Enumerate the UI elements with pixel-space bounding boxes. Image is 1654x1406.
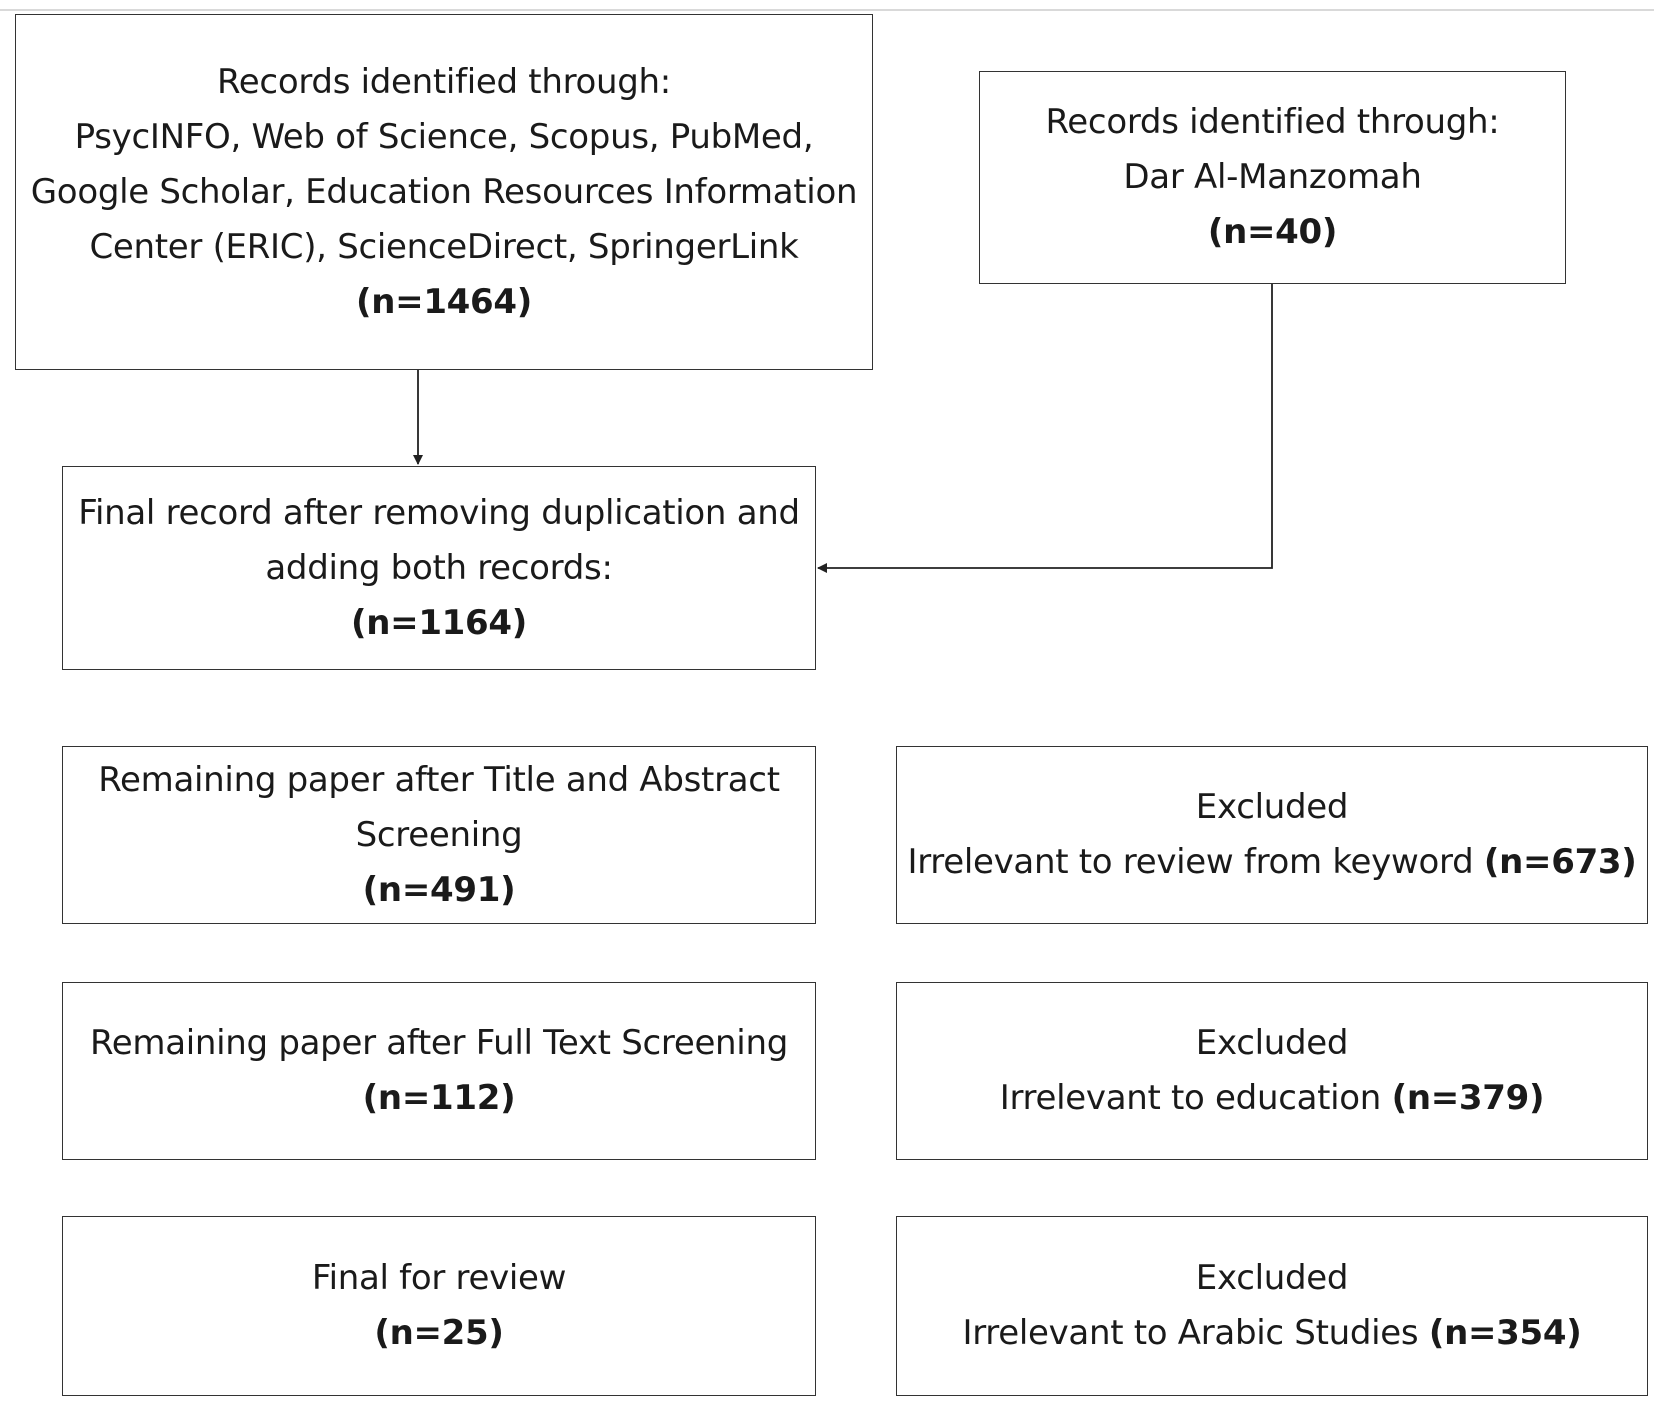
final-review-line-1: Final for review xyxy=(311,1258,567,1298)
excluded-keyword-title: Excluded xyxy=(1195,787,1349,827)
excluded-arabic-title: Excluded xyxy=(1195,1258,1349,1298)
final-review-count: (n=25) xyxy=(374,1313,504,1353)
final-review-box: Final for review (n=25) xyxy=(62,1216,816,1396)
title-abstract-line-2: Screening xyxy=(355,814,523,855)
excluded-arabic-box: Excluded Irrelevant to Arabic Studies (n… xyxy=(896,1216,1648,1396)
db-records-count: (n=1464) xyxy=(355,281,532,322)
full-text-box: Remaining paper after Full Text Screenin… xyxy=(62,982,816,1160)
excluded-arabic-count: (n=354) xyxy=(1428,1313,1582,1353)
dar-records-line-2: Dar Al-Manzomah xyxy=(1123,157,1422,197)
excluded-education-title: Excluded xyxy=(1195,1023,1349,1063)
dar-records-line-1: Records identified through: xyxy=(1045,102,1500,142)
excluded-keyword-reason: Irrelevant to review from keyword xyxy=(907,842,1474,882)
excluded-keyword-box: Excluded Irrelevant to review from keywo… xyxy=(896,746,1648,924)
excluded-education-count: (n=379) xyxy=(1391,1078,1545,1118)
dar-records-count: (n=40) xyxy=(1207,212,1338,252)
excluded-education-box: Excluded Irrelevant to education (n=379) xyxy=(896,982,1648,1160)
excluded-keyword-count: (n=673) xyxy=(1483,842,1637,882)
top-border-line xyxy=(0,9,1654,11)
db-records-line-3: Google Scholar, Education Resources Info… xyxy=(30,171,858,212)
title-abstract-line-1: Remaining paper after Title and Abstract xyxy=(98,759,780,800)
final-record-box: Final record after removing duplication … xyxy=(62,466,816,670)
title-abstract-box: Remaining paper after Title and Abstract… xyxy=(62,746,816,924)
final-record-line-2: adding both records: xyxy=(265,547,613,588)
db-records-line-4: Center (ERIC), ScienceDirect, SpringerLi… xyxy=(89,226,799,267)
arrow-dar-to-final xyxy=(817,284,1273,573)
dar-records-box: Records identified through: Dar Al-Manzo… xyxy=(979,71,1566,284)
full-text-count: (n=112) xyxy=(362,1078,516,1118)
final-record-count: (n=1164) xyxy=(350,602,527,643)
db-records-line-1: Records identified through: xyxy=(217,61,671,102)
excluded-education-reason-line: Irrelevant to education (n=379) xyxy=(999,1071,1545,1126)
db-records-box: Records identified through: PsycINFO, We… xyxy=(15,14,873,370)
full-text-line-1: Remaining paper after Full Text Screenin… xyxy=(90,1023,788,1063)
final-record-line-1: Final record after removing duplication … xyxy=(78,492,800,533)
excluded-keyword-reason-line: Irrelevant to review from keyword (n=673… xyxy=(907,835,1636,890)
excluded-arabic-reason-line: Irrelevant to Arabic Studies (n=354) xyxy=(962,1306,1581,1361)
db-records-line-2: PsycINFO, Web of Science, Scopus, PubMed… xyxy=(74,116,814,157)
excluded-arabic-reason: Irrelevant to Arabic Studies xyxy=(962,1313,1419,1353)
excluded-education-reason: Irrelevant to education xyxy=(999,1078,1382,1118)
title-abstract-count: (n=491) xyxy=(362,869,516,910)
